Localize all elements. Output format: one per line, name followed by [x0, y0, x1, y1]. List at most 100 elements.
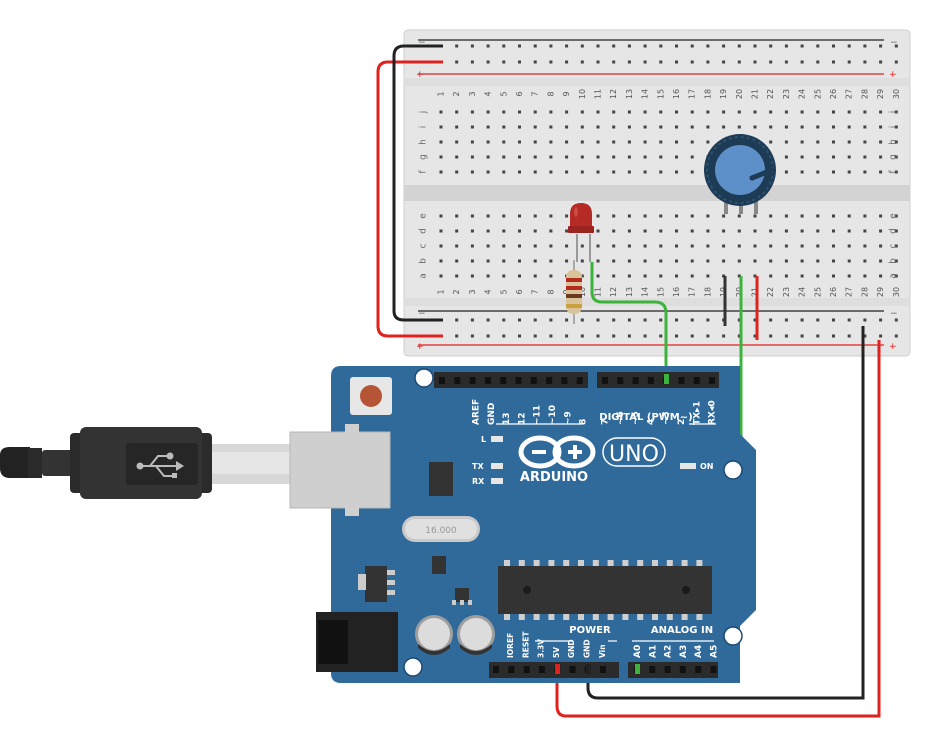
breadboard-hole[interactable] — [596, 274, 600, 278]
breadboard-hole[interactable] — [706, 110, 710, 114]
rail-hole[interactable] — [565, 334, 569, 338]
breadboard-hole[interactable] — [486, 229, 490, 233]
rail-hole[interactable] — [455, 60, 459, 64]
breadboard-hole[interactable] — [533, 244, 537, 248]
breadboard-hole[interactable] — [863, 140, 867, 144]
breadboard-hole[interactable] — [894, 125, 898, 129]
breadboard-hole[interactable] — [470, 110, 474, 114]
rail-hole[interactable] — [879, 334, 883, 338]
rail-hole[interactable] — [580, 44, 584, 48]
breadboard-hole[interactable] — [847, 214, 851, 218]
breadboard-hole[interactable] — [800, 110, 804, 114]
rail-hole[interactable] — [894, 60, 898, 64]
breadboard-hole[interactable] — [627, 155, 631, 159]
breadboard-hole[interactable] — [486, 110, 490, 114]
usb-cable[interactable] — [0, 427, 292, 499]
breadboard-hole[interactable] — [722, 110, 726, 114]
rail-hole[interactable] — [580, 334, 584, 338]
rail-hole[interactable] — [675, 44, 678, 48]
rail-hole[interactable] — [518, 60, 521, 64]
rail-hole[interactable] — [565, 318, 569, 322]
breadboard-hole[interactable] — [470, 140, 474, 144]
breadboard-hole[interactable] — [596, 155, 600, 159]
rail-hole[interactable] — [565, 60, 569, 64]
rail-hole[interactable] — [470, 44, 474, 48]
breadboard-hole[interactable] — [455, 170, 459, 174]
header-pin-slot[interactable] — [561, 377, 568, 384]
breadboard-hole[interactable] — [659, 110, 663, 114]
rail-hole[interactable] — [580, 60, 584, 64]
breadboard-hole[interactable] — [549, 125, 553, 129]
breadboard-hole[interactable] — [565, 244, 569, 248]
breadboard-hole[interactable] — [596, 229, 600, 233]
rail-hole[interactable] — [502, 44, 506, 48]
breadboard-hole[interactable] — [439, 140, 443, 144]
breadboard-hole[interactable] — [439, 274, 443, 278]
breadboard-hole[interactable] — [659, 170, 663, 174]
rail-hole[interactable] — [690, 44, 694, 48]
breadboard-hole[interactable] — [816, 140, 820, 144]
rail-hole[interactable] — [470, 318, 474, 322]
breadboard-hole[interactable] — [816, 259, 820, 263]
rail-hole[interactable] — [800, 334, 804, 338]
breadboard-hole[interactable] — [800, 244, 804, 248]
breadboard-hole[interactable] — [470, 125, 474, 129]
wire-red-left-rails[interactable] — [376, 60, 443, 338]
breadboard-hole[interactable] — [470, 214, 474, 218]
breadboard-hole[interactable] — [612, 170, 616, 174]
breadboard-hole[interactable] — [722, 229, 726, 233]
rail-hole[interactable] — [894, 318, 898, 322]
breadboard-hole[interactable] — [439, 155, 443, 159]
breadboard-hole[interactable] — [486, 125, 490, 129]
breadboard-hole[interactable] — [879, 229, 883, 233]
breadboard-hole[interactable] — [455, 125, 459, 129]
breadboard-hole[interactable] — [769, 244, 773, 248]
header-pin-slot[interactable] — [632, 377, 639, 384]
header-pin-slot[interactable] — [600, 666, 607, 673]
rail-hole[interactable] — [753, 318, 757, 322]
header-pin-slot[interactable] — [515, 377, 522, 384]
header-pin-slot[interactable] — [664, 666, 671, 673]
rail-hole[interactable] — [722, 334, 726, 338]
breadboard-hole[interactable] — [486, 170, 490, 174]
breadboard-hole[interactable] — [879, 110, 883, 114]
breadboard-hole[interactable] — [784, 170, 788, 174]
header-pin-slot[interactable] — [469, 377, 476, 384]
rail-hole[interactable] — [627, 44, 631, 48]
breadboard-hole[interactable] — [627, 274, 631, 278]
breadboard-hole[interactable] — [816, 214, 820, 218]
breadboard-hole[interactable] — [502, 140, 506, 144]
rail-hole[interactable] — [769, 318, 773, 322]
breadboard-hole[interactable] — [722, 214, 726, 218]
breadboard-hole[interactable] — [784, 140, 788, 144]
breadboard-hole[interactable] — [863, 155, 867, 159]
rail-hole[interactable] — [879, 44, 883, 48]
breadboard-hole[interactable] — [863, 170, 867, 174]
breadboard-hole[interactable] — [659, 274, 663, 278]
rail-hole[interactable] — [784, 60, 788, 64]
rail-hole[interactable] — [832, 334, 835, 338]
rail-hole[interactable] — [847, 44, 851, 48]
rail-hole[interactable] — [706, 44, 710, 48]
rail-hole[interactable] — [722, 60, 726, 64]
breadboard-hole[interactable] — [659, 244, 663, 248]
rail-hole[interactable] — [737, 334, 741, 338]
breadboard-hole[interactable] — [533, 125, 537, 129]
rail-hole[interactable] — [706, 334, 710, 338]
breadboard-hole[interactable] — [847, 140, 851, 144]
breadboard-hole[interactable] — [518, 244, 521, 248]
breadboard-hole[interactable] — [800, 170, 804, 174]
breadboard-hole[interactable] — [847, 244, 851, 248]
breadboard-hole[interactable] — [612, 259, 616, 263]
breadboard-hole[interactable] — [470, 259, 474, 263]
breadboard-hole[interactable] — [596, 140, 600, 144]
rail-hole[interactable] — [722, 44, 726, 48]
breadboard-hole[interactable] — [847, 274, 851, 278]
breadboard-hole[interactable] — [847, 110, 851, 114]
breadboard-hole[interactable] — [470, 274, 474, 278]
breadboard-hole[interactable] — [565, 125, 569, 129]
rail-hole[interactable] — [847, 318, 851, 322]
breadboard-hole[interactable] — [627, 244, 631, 248]
breadboard-hole[interactable] — [894, 140, 898, 144]
rail-hole[interactable] — [486, 60, 490, 64]
